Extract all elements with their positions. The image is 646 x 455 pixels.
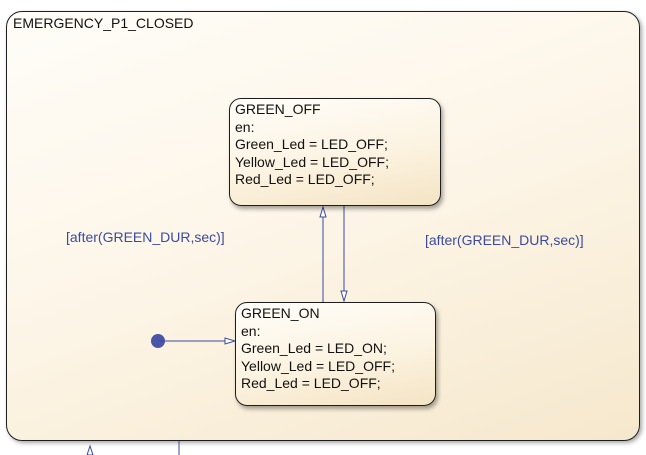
transition-arrowhead-off-to-on bbox=[340, 290, 348, 303]
state-action-line: Yellow_Led = LED_OFF; bbox=[241, 357, 395, 374]
transition-label-off-to-on[interactable]: [after(GREEN_DUR,sec)] bbox=[425, 232, 584, 248]
default-transition-arrowhead bbox=[224, 337, 237, 345]
state-action-line: en: bbox=[235, 118, 255, 135]
transition-arrowhead-on-to-off bbox=[319, 205, 327, 218]
state-action-line: Green_Led = LED_ON; bbox=[241, 340, 387, 356]
superstate-title: EMERGENCY_P1_CLOSED bbox=[13, 15, 194, 31]
exit-transition-arrowhead bbox=[86, 444, 94, 455]
state-action-line: en: bbox=[241, 322, 261, 339]
state-action-line: Red_Led = LED_OFF; bbox=[241, 375, 381, 391]
state-name: GREEN_OFF bbox=[235, 101, 321, 117]
state-green-on[interactable]: GREEN_ON en: Green_Led = LED_ON; Yellow_… bbox=[235, 302, 436, 406]
state-action-line: Green_Led = LED_OFF; bbox=[235, 136, 388, 152]
state-action-line: Red_Led = LED_OFF; bbox=[235, 171, 375, 187]
state-name: GREEN_ON bbox=[241, 305, 320, 321]
state-action-line: Yellow_Led = LED_OFF; bbox=[235, 153, 389, 170]
transition-label-on-to-off[interactable]: [after(GREEN_DUR,sec)] bbox=[66, 229, 225, 245]
state-green-off[interactable]: GREEN_OFF en: Green_Led = LED_OFF; Yello… bbox=[229, 98, 441, 206]
